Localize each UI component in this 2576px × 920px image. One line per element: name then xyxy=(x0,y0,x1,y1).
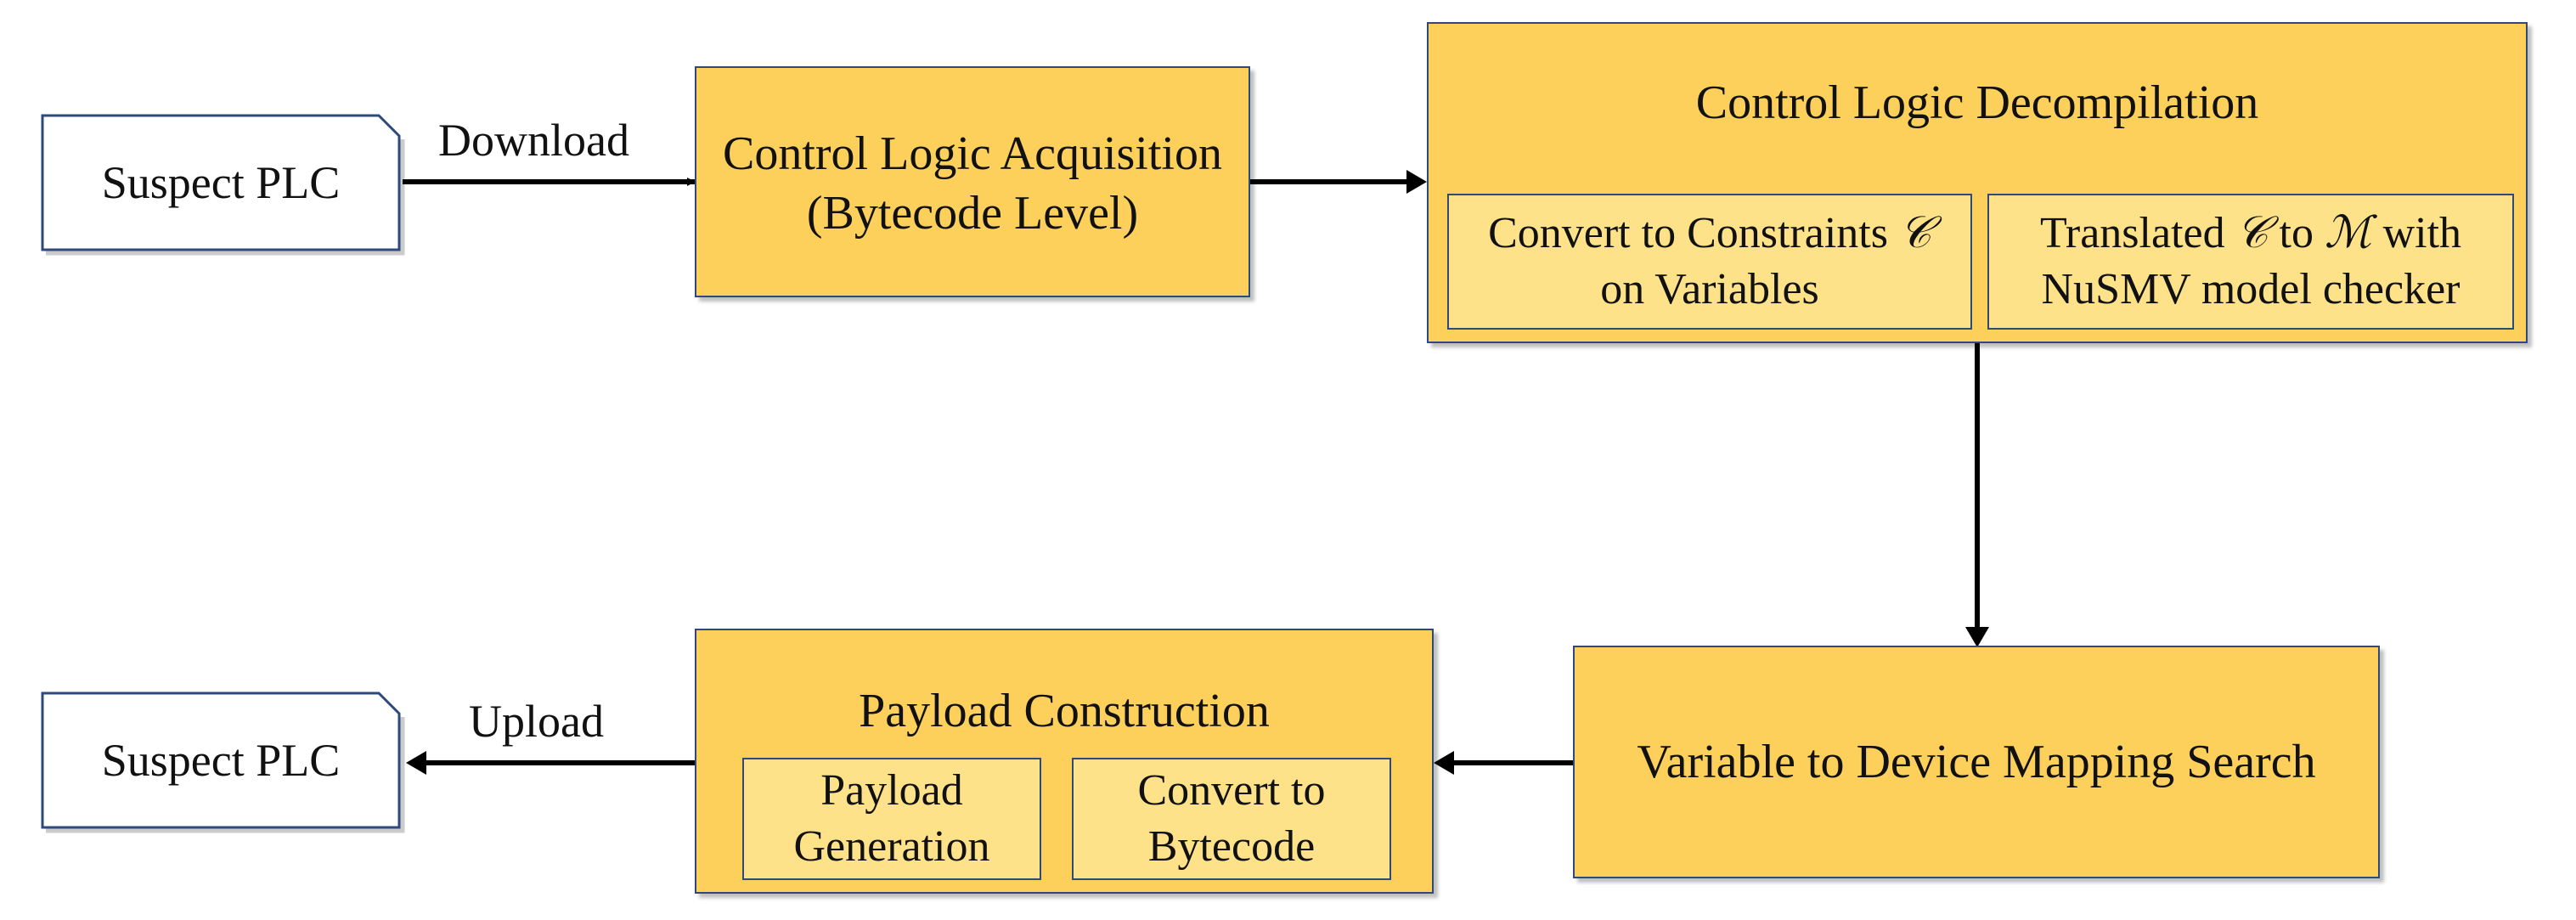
payload-generation-subbox: Payload Generation xyxy=(742,758,1041,880)
acquisition-arrowhead xyxy=(1406,170,1427,194)
document-shape-icon xyxy=(41,114,405,256)
translate-line1: Translated 𝒞 to ℳ with xyxy=(2040,206,2461,262)
payload-generation-line2: Generation xyxy=(793,822,990,871)
mapping-label: Variable to Device Mapping Search xyxy=(1637,736,2316,788)
convert-bytecode-line1: Convert to xyxy=(1137,766,1326,815)
upload-arrowhead xyxy=(406,751,426,775)
document-shape-icon xyxy=(41,691,405,833)
upload-label: Upload xyxy=(469,696,604,747)
decompilation-title: Control Logic Decompilation xyxy=(1695,76,2259,129)
acquisition-line1: Control Logic Acquisition xyxy=(723,127,1222,180)
translate-word-to: to xyxy=(2279,209,2314,257)
target-plc-node: Suspect PLC xyxy=(41,691,405,833)
translate-subbox: Translated 𝒞 to ℳ with NuSMV model check… xyxy=(1987,194,2514,330)
constraints-symbol-c: 𝒞 xyxy=(1898,209,1931,257)
payload-generation-line1: Payload xyxy=(820,766,963,815)
decompilation-box: Control Logic Decompilation Convert to C… xyxy=(1427,22,2528,343)
convert-bytecode-subbox: Convert to Bytecode xyxy=(1072,758,1391,880)
decompilation-arrowhead xyxy=(1965,627,1989,647)
constraints-line1-text: Convert to Constraints xyxy=(1488,209,1888,257)
constraints-line2: on Variables xyxy=(1600,265,1819,313)
source-plc-label: Suspect PLC xyxy=(101,157,341,208)
payload-title: Payload Construction xyxy=(859,685,1270,737)
constraints-line1: Convert to Constraints 𝒞 xyxy=(1488,206,1931,262)
download-label: Download xyxy=(438,115,629,166)
translate-symbol-c: 𝒞 xyxy=(2235,209,2269,257)
translate-symbol-m: ℳ xyxy=(2324,209,2372,257)
acquisition-box: Control Logic Acquisition (Bytecode Leve… xyxy=(695,66,1250,297)
constraints-subbox: Convert to Constraints 𝒞 on Variables xyxy=(1447,194,1972,330)
mapping-arrowhead xyxy=(1434,751,1454,775)
payload-box: Payload Construction Payload Generation … xyxy=(695,629,1434,894)
source-plc-node: Suspect PLC xyxy=(41,114,405,256)
translate-line2: NuSMV model checker xyxy=(2041,265,2460,313)
mapping-box: Variable to Device Mapping Search xyxy=(1573,646,2380,878)
target-plc-label: Suspect PLC xyxy=(101,735,341,786)
translate-word-with: with xyxy=(2382,209,2462,257)
convert-bytecode-line2: Bytecode xyxy=(1147,822,1316,871)
translate-word-translated: Translated xyxy=(2039,209,2225,257)
acquisition-line2: (Bytecode Level) xyxy=(806,187,1139,240)
